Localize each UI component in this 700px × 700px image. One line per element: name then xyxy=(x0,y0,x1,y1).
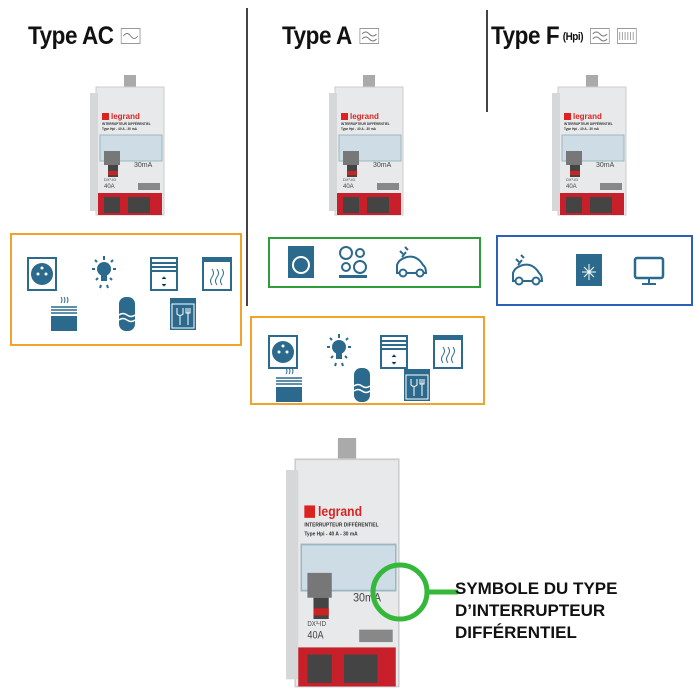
callout-line: SYMBOLE DU TYPE xyxy=(455,579,618,598)
group-box-f xyxy=(496,235,693,306)
socket-icon xyxy=(266,333,300,371)
rating-text: 40A xyxy=(104,184,115,190)
title-type-f: Type F (Hpi) xyxy=(491,22,638,51)
breaker-sub: Type Hpi - 40 A - 30 mA xyxy=(341,127,377,131)
model-text: DX³-ID xyxy=(307,621,326,629)
model-text: DX³-ID xyxy=(566,177,578,182)
radiator-icon xyxy=(272,366,306,404)
breaker-sub: Type Hpi - 40 A - 30 mA xyxy=(304,531,358,537)
washing-machine-icon xyxy=(284,243,318,281)
electric-car-icon xyxy=(394,243,428,281)
hob-icon xyxy=(336,243,370,281)
model-text: DX³-ID xyxy=(104,177,116,182)
rating-text: 40A xyxy=(566,184,577,190)
oven-icon xyxy=(431,333,465,371)
electric-car-icon xyxy=(510,251,544,289)
breaker-sub: Type Hpi - 40 A - 30 mA xyxy=(564,127,600,131)
tv-icon xyxy=(632,251,666,289)
breaker-image-f: legrand INTERRUPTEUR DIFFÉRENTIEL Type H… xyxy=(550,75,634,217)
socket-icon xyxy=(25,255,59,293)
sensitivity-text: 30mA xyxy=(373,162,392,169)
a-wave-icon xyxy=(590,22,611,51)
brand-logo-text: legrand xyxy=(573,112,602,121)
group-box-a-base xyxy=(250,316,485,405)
rating-text: 40A xyxy=(307,630,324,642)
sensitivity-text: 30mA xyxy=(596,162,615,169)
a-wave-icon xyxy=(359,22,379,51)
breaker-label: INTERRUPTEUR DIFFÉRENTIEL xyxy=(304,520,379,529)
oven-icon xyxy=(200,255,234,293)
title-suffix: (Hpi) xyxy=(562,30,584,43)
breaker-image-a: legrand INTERRUPTEUR DIFFÉRENTIEL Type H… xyxy=(327,75,411,217)
sensitivity-text: 30mA xyxy=(134,162,153,169)
brand-logo-text: legrand xyxy=(350,112,379,121)
title-text: Type AC xyxy=(28,22,114,50)
group-box-ac xyxy=(10,233,242,346)
freezer-icon xyxy=(572,251,606,289)
dishwasher-icon xyxy=(166,295,200,333)
breaker-image-detail: legrand INTERRUPTEUR DIFFÉRENTIEL Type H… xyxy=(283,438,411,690)
dishwasher-icon xyxy=(400,366,434,404)
bulb-icon xyxy=(87,255,121,293)
water-heater-icon xyxy=(110,295,144,333)
divider-2 xyxy=(486,10,488,112)
breaker-label: INTERRUPTEUR DIFFÉRENTIEL xyxy=(564,121,613,126)
callout-line: D’INTERRUPTEUR xyxy=(455,601,606,620)
brand-logo-text: legrand xyxy=(318,503,362,519)
breaker-label: INTERRUPTEUR DIFFÉRENTIEL xyxy=(341,121,390,126)
callout-circle xyxy=(370,562,458,622)
bulb-icon xyxy=(322,333,356,371)
title-text: Type A xyxy=(282,22,352,50)
title-type-a: Type A xyxy=(282,22,379,51)
hf-wave-icon xyxy=(617,22,638,51)
breaker-label: INTERRUPTEUR DIFFÉRENTIEL xyxy=(102,121,151,126)
brand-logo-text: legrand xyxy=(111,112,140,121)
shutter-icon xyxy=(377,333,411,371)
water-heater-icon xyxy=(345,366,379,404)
ac-wave-icon xyxy=(120,22,141,51)
callout-line: DIFFÉRENTIEL xyxy=(455,623,577,642)
divider-1 xyxy=(246,8,248,306)
group-box-a-extra xyxy=(268,237,481,288)
title-text: Type F xyxy=(491,22,560,50)
rating-text: 40A xyxy=(343,184,354,190)
model-text: DX³-ID xyxy=(343,177,355,182)
breaker-image-ac: legrand INTERRUPTEUR DIFFÉRENTIEL Type H… xyxy=(88,75,172,217)
breaker-sub: Type Hpi - 40 A - 30 mA xyxy=(102,127,138,131)
shutter-icon xyxy=(147,255,181,293)
callout-text: SYMBOLE DU TYPE D’INTERRUPTEUR DIFFÉRENT… xyxy=(455,578,617,644)
title-type-ac: Type AC xyxy=(28,22,141,51)
radiator-icon xyxy=(47,295,81,333)
